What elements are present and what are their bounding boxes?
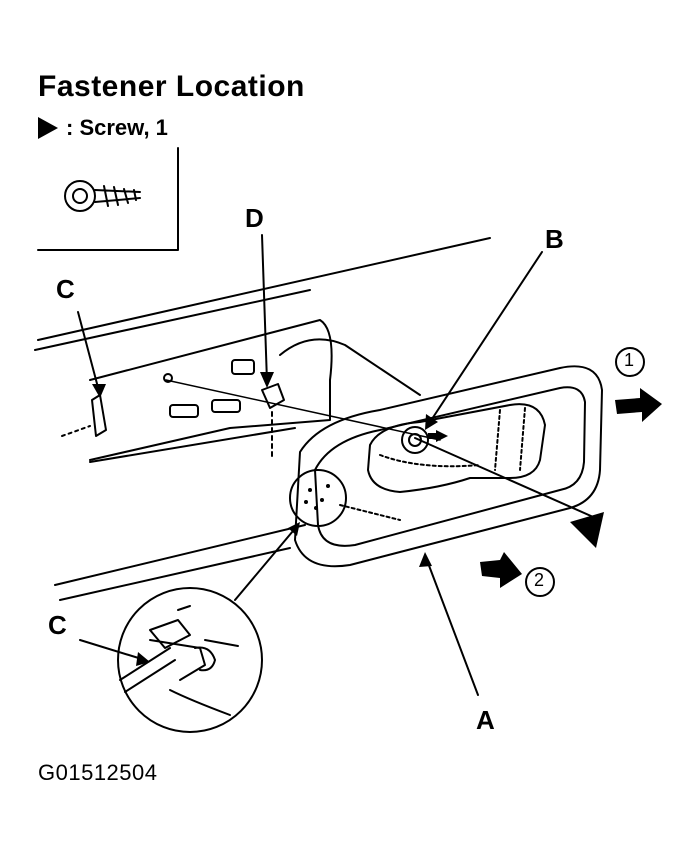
callout-d: D [245, 203, 264, 233]
triangle-fastener-icon [38, 117, 58, 139]
step-1-label: 1 [624, 350, 635, 370]
callout-a: A [476, 705, 495, 735]
legend-text: : Screw, 1 [66, 115, 168, 140]
handle-lever-b [367, 403, 546, 493]
step-2-label: 2 [534, 570, 545, 590]
figure-code: G01512504 [38, 760, 158, 785]
clip-c-top [91, 394, 107, 437]
clip-detail-circle [289, 469, 347, 527]
leader-c-top [77, 311, 101, 396]
callout-c-top: C [56, 274, 75, 304]
diagram-title: Fastener Location [38, 70, 305, 103]
leader-detail [234, 524, 299, 601]
screw-icon [64, 180, 141, 212]
leader-b [427, 251, 543, 426]
direction-arrow-2 [480, 552, 522, 588]
callout-b: B [545, 224, 564, 254]
legend-inset-frame [37, 147, 179, 251]
leader-c-bottom [79, 639, 146, 661]
direction-arrow-1 [615, 388, 662, 422]
step-1-circle [615, 347, 645, 377]
callout-c-bottom: C [48, 610, 67, 640]
step-2-circle [525, 567, 555, 597]
screw-marker-triangle [570, 512, 604, 548]
leader-screw [414, 437, 601, 521]
magnified-clip-detail [117, 587, 263, 733]
legend: : Screw, 1 [38, 115, 168, 141]
handle-trim-a [294, 365, 603, 568]
leader-d [261, 234, 268, 383]
leader-a [424, 554, 479, 696]
